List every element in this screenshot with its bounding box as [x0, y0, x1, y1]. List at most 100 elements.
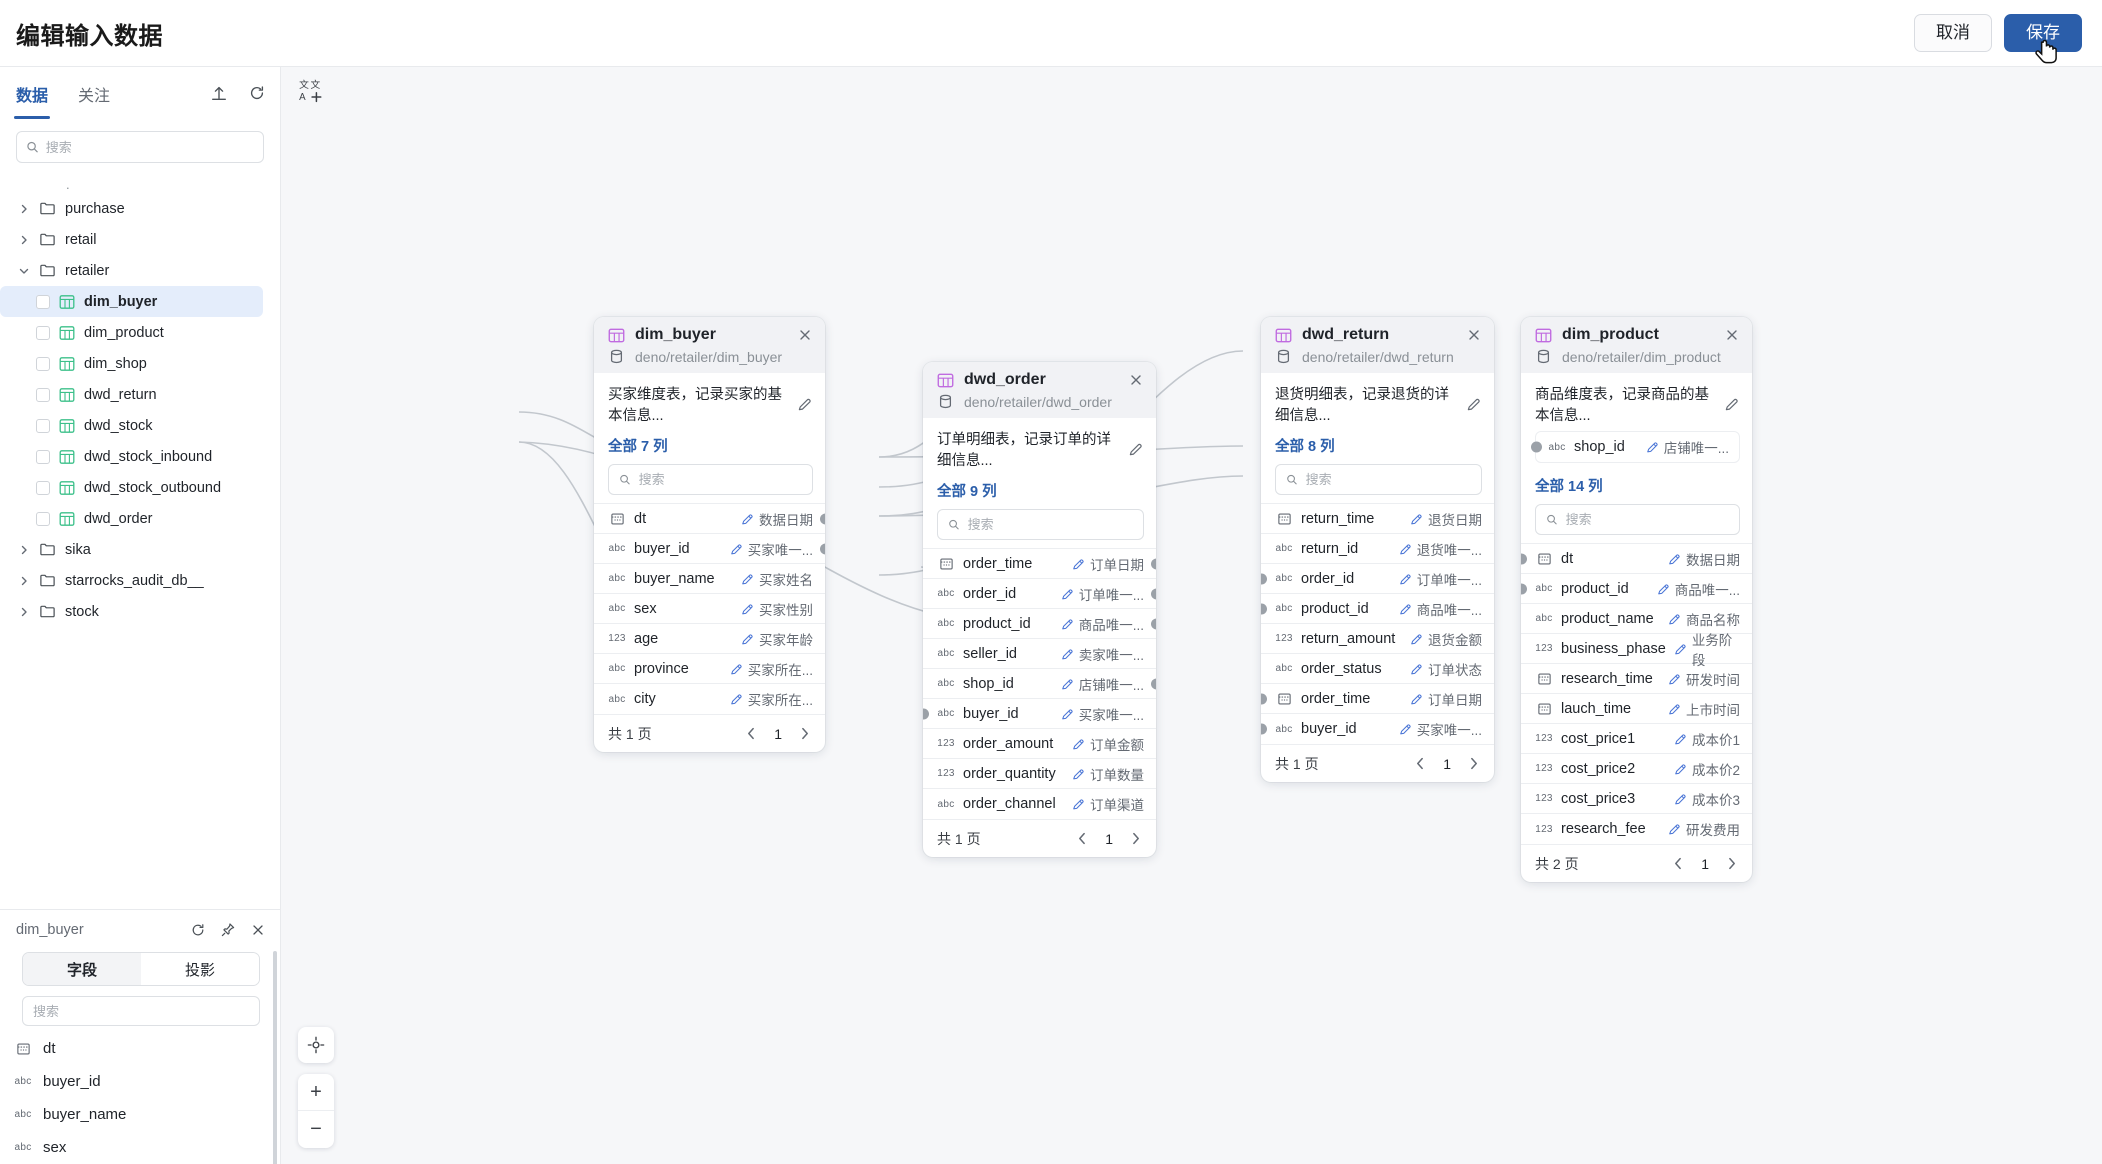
tree-folder-retail[interactable]: retail	[0, 224, 280, 255]
prev-page-icon[interactable]	[1672, 857, 1685, 870]
sidebar-search[interactable]	[16, 131, 264, 163]
next-page-icon[interactable]	[1467, 757, 1480, 770]
tree-table-dwd_stock_outbound[interactable]: dwd_stock_outbound	[0, 472, 263, 503]
node-search-input[interactable]	[638, 472, 802, 487]
sidebar-tab-data[interactable]: 数据	[14, 68, 51, 119]
port-right[interactable]	[1150, 618, 1156, 629]
next-page-icon[interactable]	[1725, 857, 1738, 870]
save-button[interactable]: 保存	[2004, 13, 2082, 53]
tree-folder-sika[interactable]: sika	[0, 534, 280, 565]
port-left[interactable]	[1261, 603, 1267, 614]
port-left[interactable]	[923, 708, 929, 719]
tree-item-checkbox[interactable]	[36, 418, 50, 433]
tree-table-dim_buyer[interactable]: dim_buyer	[0, 286, 263, 317]
chevron-right-icon[interactable]	[18, 203, 30, 215]
tree-table-dwd_stock[interactable]: dwd_stock	[0, 410, 263, 441]
node-search[interactable]	[1275, 464, 1482, 495]
close-icon[interactable]	[1724, 327, 1740, 343]
node-search[interactable]	[608, 464, 813, 495]
port-right[interactable]	[1150, 558, 1156, 569]
tree-table-dim_product[interactable]: dim_product	[0, 317, 263, 348]
chevron-right-icon[interactable]	[18, 575, 30, 587]
node-search-input[interactable]	[1305, 472, 1471, 487]
tree-table-dwd_order[interactable]: dwd_order	[0, 503, 263, 534]
next-page-icon[interactable]	[798, 727, 811, 740]
cancel-button[interactable]: 取消	[1914, 13, 1992, 53]
tree-folder-stock[interactable]: stock	[0, 596, 280, 627]
segment-fields[interactable]: 字段	[23, 953, 141, 985]
close-icon[interactable]	[1466, 327, 1482, 343]
tree-item-checkbox[interactable]	[36, 449, 50, 464]
close-icon[interactable]	[797, 327, 813, 343]
node-column-count[interactable]: 全部 8 列	[1275, 439, 1335, 455]
tree-folder-purchase[interactable]: purchase	[0, 193, 280, 224]
fit-view-button[interactable]	[298, 1027, 334, 1063]
pin-icon[interactable]	[220, 922, 236, 938]
edit-pencil-icon[interactable]	[797, 396, 813, 412]
prev-page-icon[interactable]	[745, 727, 758, 740]
edit-pencil-icon[interactable]	[1466, 396, 1482, 412]
node-column-count[interactable]: 全部 7 列	[608, 439, 668, 455]
port-left[interactable]	[1261, 573, 1267, 584]
node-search-input[interactable]	[1565, 512, 1729, 527]
chevron-down-icon[interactable]	[18, 265, 30, 277]
port-left[interactable]	[1261, 723, 1267, 735]
upload-icon[interactable]	[210, 84, 228, 102]
port-left[interactable]	[1530, 441, 1542, 453]
chevron-right-icon[interactable]	[18, 544, 30, 556]
chevron-right-icon[interactable]	[18, 234, 30, 246]
diagram-canvas[interactable]: 文 文 A	[281, 67, 2102, 1164]
field-item-dt[interactable]: dt	[0, 1032, 280, 1065]
refresh-icon[interactable]	[190, 922, 206, 938]
next-page-icon[interactable]	[1129, 832, 1142, 845]
zoom-out-button[interactable]: −	[310, 1118, 322, 1140]
chevron-right-icon[interactable]	[18, 606, 30, 618]
tree-folder-retailer[interactable]: retailer	[0, 255, 280, 286]
port-right[interactable]	[819, 513, 825, 524]
tree-item-checkbox[interactable]	[36, 294, 50, 309]
tree-table-dwd_stock_inbound[interactable]: dwd_stock_inbound	[0, 441, 263, 472]
node-search[interactable]	[1535, 504, 1740, 535]
port-left[interactable]	[1521, 583, 1527, 594]
segment-projection[interactable]: 投影	[141, 953, 259, 985]
tree-table-dwd_return[interactable]: dwd_return	[0, 379, 263, 410]
edit-pencil-icon[interactable]	[1724, 396, 1740, 412]
refresh-icon[interactable]	[248, 84, 266, 102]
translate-icon[interactable]: 文 文 A	[298, 77, 324, 103]
tree-item-checkbox[interactable]	[36, 511, 50, 526]
tree-item-checkbox[interactable]	[36, 480, 50, 495]
field-search[interactable]	[22, 996, 260, 1026]
